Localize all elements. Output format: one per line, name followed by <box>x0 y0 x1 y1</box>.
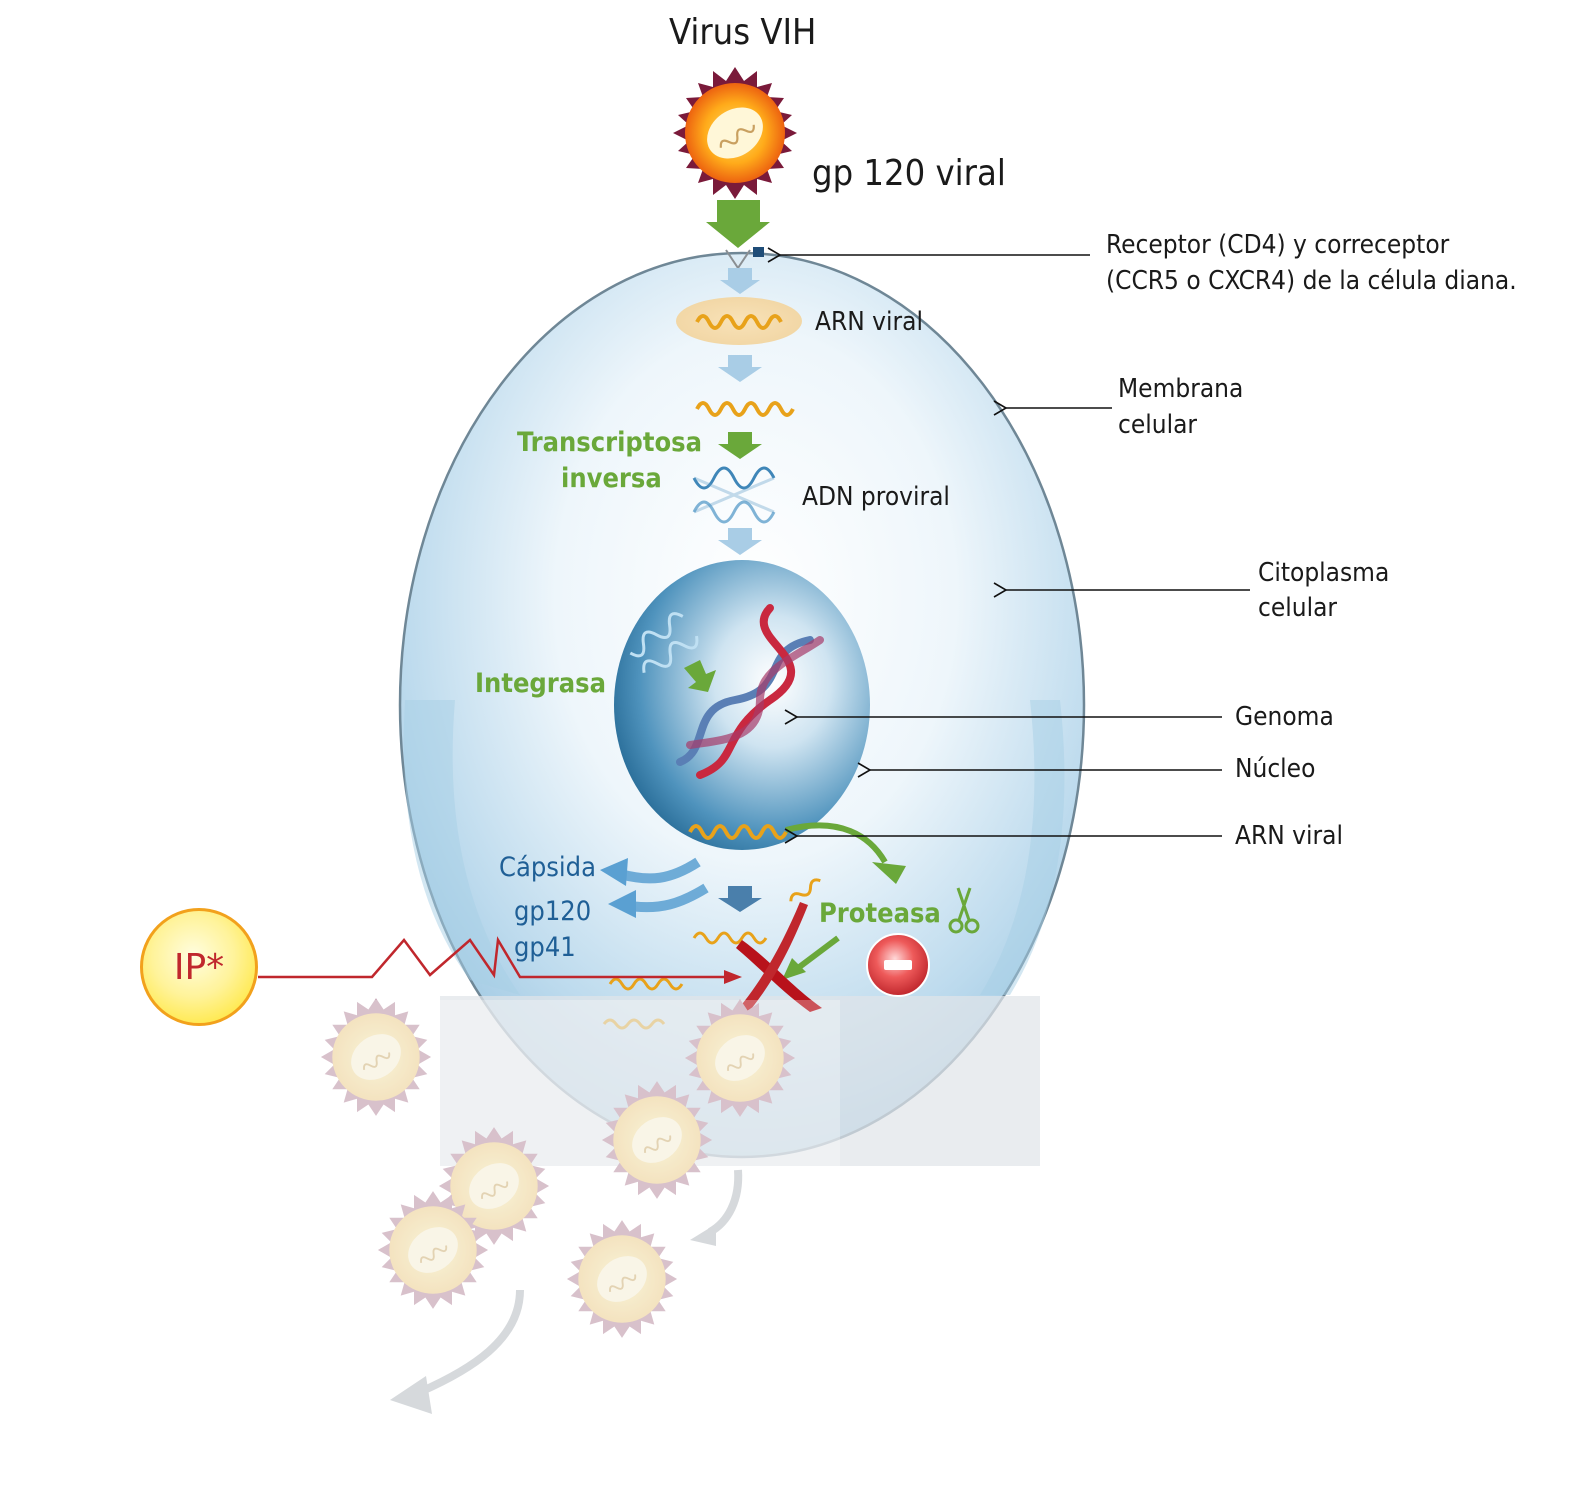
assembly-arrow-icon <box>718 886 762 912</box>
arn-viral-callout: ARN viral <box>1235 821 1343 851</box>
gp41-label: gp41 <box>514 932 576 963</box>
membrana-callout-1: Membrana <box>1118 374 1244 404</box>
citoplasma-callout-1: Citoplasma <box>1258 558 1390 588</box>
rna-strand-icon <box>695 401 795 417</box>
inserting-dna-icon <box>629 612 699 673</box>
block-x-icon <box>732 902 822 1024</box>
receptor-callout-1: Receptor (CD4) y correceptor <box>1106 230 1450 260</box>
genome-icon <box>676 604 824 779</box>
nuclear-rna-icon <box>688 824 788 840</box>
scissors-icon <box>948 887 980 934</box>
capsid-label: Cápsida <box>499 852 596 883</box>
inhibitor-line <box>258 936 730 979</box>
gp120-capsid-label: gp120 <box>514 896 592 927</box>
arn-viral-top-label: ARN viral <box>815 307 923 337</box>
integrase-label: Integrasa <box>475 668 607 699</box>
protease-arrow-icon <box>796 935 840 971</box>
transcriptase-label-1: Transcriptosa <box>517 427 702 458</box>
entry-arrow-icon <box>706 200 770 248</box>
hiv-virus-icon <box>673 67 797 199</box>
nucleus <box>614 560 870 850</box>
callout-lines <box>767 247 1250 844</box>
diagram-title: Virus VIH <box>669 12 817 53</box>
protease-inhibitor-label: IP* <box>173 946 225 988</box>
receptor-callout-2: (CCR5 o CXCR4) de la célula diana. <box>1106 266 1517 296</box>
citoplasma-callout-2: celular <box>1258 593 1338 623</box>
nucleo-callout: Núcleo <box>1235 754 1316 784</box>
rna-background <box>676 297 802 345</box>
membrana-callout-2: celular <box>1118 410 1198 440</box>
adn-proviral-label: ADN proviral <box>802 482 950 512</box>
integrase-arrow-icon <box>684 660 716 692</box>
protease-inhibitor-badge: IP* <box>140 908 258 1026</box>
rna-to-protease-arrow-icon <box>785 822 888 864</box>
transcriptase-label-2: inversa <box>561 463 662 494</box>
capsid-arrows-icon <box>618 857 709 913</box>
protease-label: Proteasa <box>819 898 941 929</box>
proviral-dna-icon <box>692 466 776 524</box>
viral-rna-icon <box>695 314 783 330</box>
gp120-label: gp 120 viral <box>812 153 1006 194</box>
rna-fragments-icon <box>602 878 821 1030</box>
transcription-arrow-icon <box>718 432 762 459</box>
genoma-callout: Genoma <box>1235 702 1334 732</box>
receptor-icon <box>753 247 764 257</box>
